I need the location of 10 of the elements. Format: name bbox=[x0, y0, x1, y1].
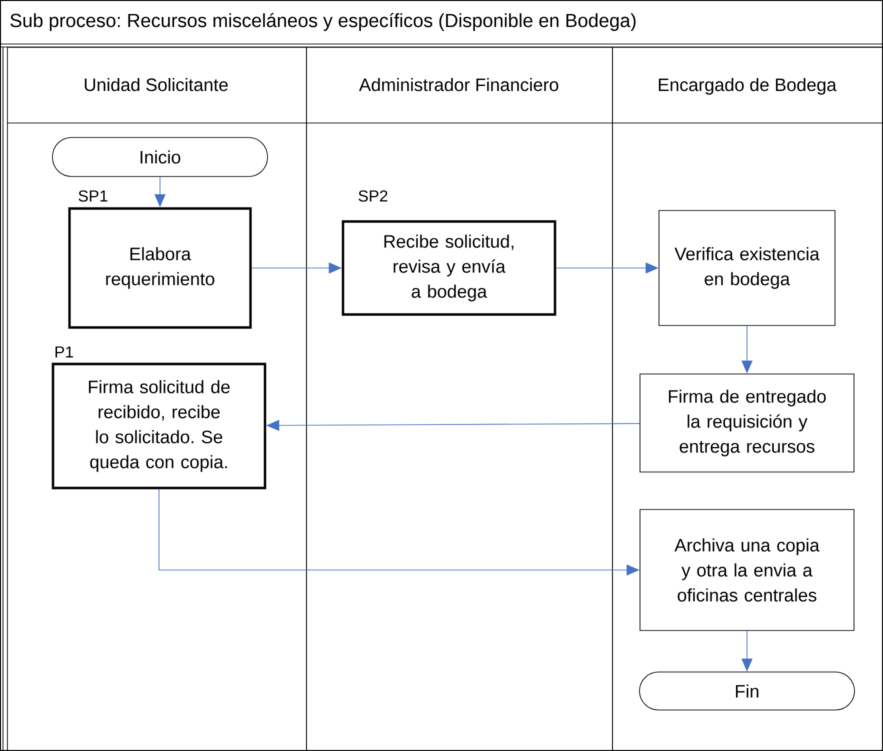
step-code: SP1 bbox=[78, 190, 108, 202]
step-code: SP2 bbox=[358, 190, 388, 202]
process-box: Firma solicitud de recibido, recibe lo solicitado. Se queda con copia. bbox=[52, 362, 266, 490]
title: Sub proceso: Recursos misceláneos y específicos (Disponible en Bodega) bbox=[10, 13, 636, 31]
process-box: Recibe solicitud, revisa y envía a bodega bbox=[342, 220, 556, 316]
process-box: Verifica existencia en bodega bbox=[658, 210, 836, 326]
process-box: Elabora requerimiento bbox=[68, 207, 252, 329]
step-code: P1 bbox=[56, 346, 73, 358]
process-box: Firma de entregado la requisición y entrega recursos bbox=[640, 374, 854, 472]
process-box: Archiva una copia y otra la envia a oficinas centrales bbox=[640, 509, 854, 631]
